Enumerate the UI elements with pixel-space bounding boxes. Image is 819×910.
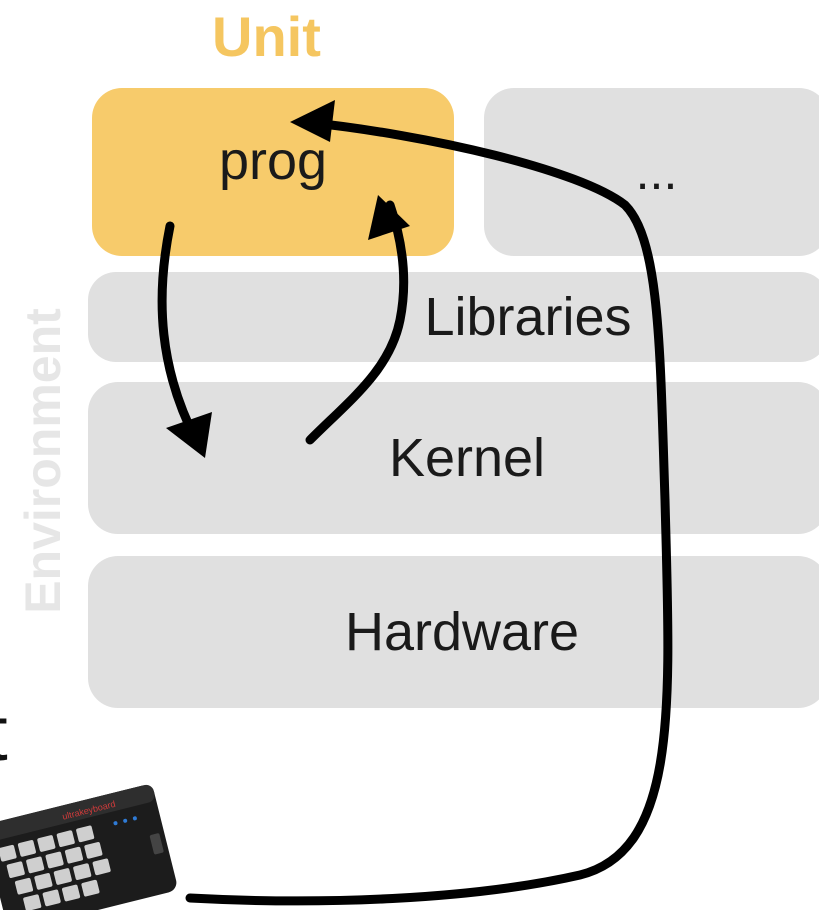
- syscall-down-arrow: [157, 221, 201, 445]
- kernel-layer: Kernel: [88, 382, 819, 534]
- left-arrowhead: [290, 100, 335, 142]
- hardware-label: Hardware: [344, 602, 580, 662]
- unit-title: Unit: [212, 5, 321, 68]
- syscall-return-arrow: [305, 200, 409, 445]
- keyboard-image: ultrakeyboard: [0, 784, 177, 910]
- kernel-label: Kernel: [388, 428, 546, 488]
- other-unit-label: ...: [635, 144, 678, 200]
- down-arrowhead: [166, 412, 212, 458]
- prog-label: prog: [218, 131, 328, 191]
- other-unit-box: ...: [484, 88, 819, 256]
- libraries-label: Libraries: [424, 287, 632, 347]
- hardware-layer: Hardware: [88, 556, 819, 708]
- input-path-arrow: [185, 117, 673, 906]
- libraries-layer: Libraries: [88, 272, 819, 362]
- up-arrowhead: [368, 195, 410, 240]
- partial-text: t: [0, 694, 8, 772]
